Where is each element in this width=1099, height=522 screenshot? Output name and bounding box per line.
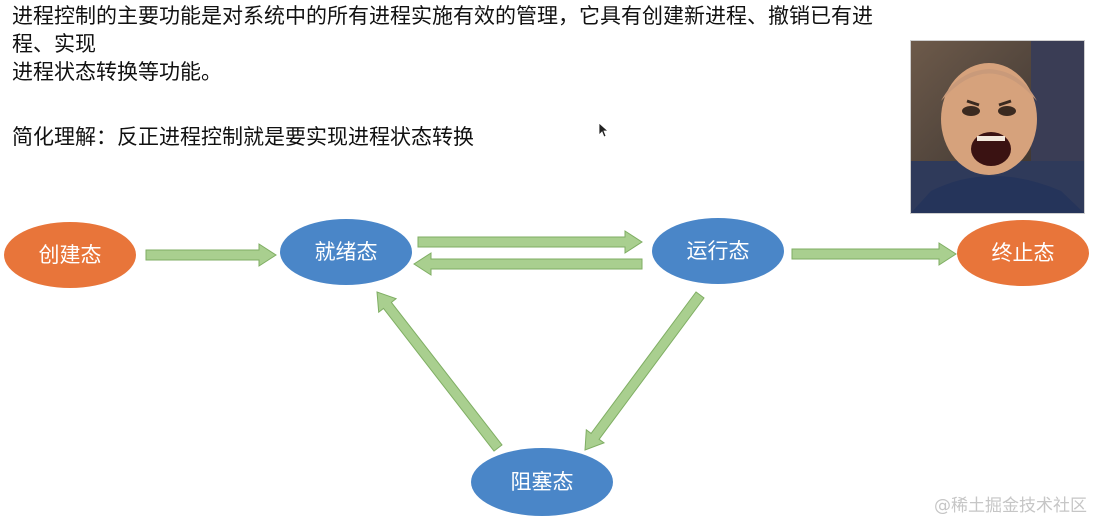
intro-paragraph: 进程控制的主要功能是对系统中的所有进程实施有效的管理，它具有创建新进程、撤销已有…: [12, 2, 892, 86]
arrow-ready-to-running: [417, 230, 643, 254]
intro-line-2: 进程状态转换等功能。: [12, 60, 222, 84]
arrow-running-to-terminated: [791, 242, 957, 266]
node-running: 运行态: [652, 218, 784, 284]
node-ready-label: 就绪态: [315, 240, 378, 264]
node-ready: 就绪态: [280, 219, 412, 285]
node-create: 创建态: [4, 222, 136, 288]
mouse-cursor-icon: [598, 122, 610, 138]
node-terminated-label: 终止态: [992, 241, 1055, 265]
arrow-running-to-blocked: [584, 291, 705, 451]
arrow-running-to-ready: [413, 252, 643, 276]
watermark: @稀土掘金技术社区: [934, 496, 1087, 516]
node-running-label: 运行态: [687, 239, 750, 263]
simplified-understanding: 简化理解：反正进程控制就是要实现进程状态转换: [12, 125, 474, 149]
meme-photo: [910, 40, 1085, 214]
arrow-blocked-to-ready: [376, 291, 503, 452]
arrow-create-to-ready: [145, 243, 277, 267]
intro-line-1: 进程控制的主要功能是对系统中的所有进程实施有效的管理，它具有创建新进程、撤销已有…: [12, 4, 873, 56]
transition-arrows: [145, 230, 957, 452]
node-blocked: 阻塞态: [471, 448, 613, 516]
node-terminated: 终止态: [957, 220, 1089, 286]
node-blocked-label: 阻塞态: [511, 470, 574, 494]
node-create-label: 创建态: [39, 243, 102, 267]
